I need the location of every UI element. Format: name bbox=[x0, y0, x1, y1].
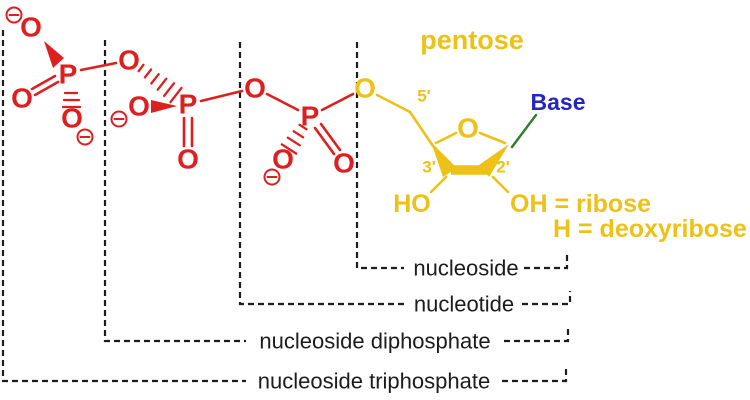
bracket-line-nucleotide bbox=[238, 42, 572, 306]
glycosidic-bond bbox=[510, 113, 538, 149]
bond bbox=[79, 61, 118, 72]
bond-2prime-hydroxyl bbox=[491, 175, 510, 194]
hash-bond-icon bbox=[156, 77, 168, 91]
negative-charge-icon bbox=[263, 168, 281, 186]
bracket-line-nucleoside-diphosphate bbox=[103, 40, 570, 343]
label-2-prime: 2' bbox=[496, 158, 510, 177]
hash-bond-icon bbox=[292, 130, 305, 139]
base-group: Base bbox=[510, 89, 586, 149]
hash-bond-icon bbox=[162, 82, 176, 98]
bracket-label-nucleotide: nucleotide bbox=[414, 292, 514, 317]
bond bbox=[320, 92, 355, 112]
double-bond bbox=[30, 74, 57, 91]
bond-5prime-chain bbox=[375, 93, 435, 148]
double-bond bbox=[319, 122, 342, 152]
bracket-line-nucleoside-triphosphate bbox=[1, 30, 568, 383]
wedge-bond-icon bbox=[479, 144, 509, 177]
bracket-label-nucleoside: nucleoside bbox=[413, 256, 518, 281]
atom-oxygen-5prime: O bbox=[354, 73, 376, 104]
wedge-bond-icon bbox=[151, 100, 177, 113]
atom-oxygen: O bbox=[333, 148, 355, 179]
pentose-group: O O 5' 3' 2' pentose HO OH = ribose H = … bbox=[354, 25, 747, 243]
bond bbox=[199, 89, 244, 103]
bracket-label-nucleoside-diphosphate: nucleoside diphosphate bbox=[259, 329, 490, 354]
hash-bond-icon bbox=[169, 86, 183, 104]
double-bond bbox=[33, 80, 60, 97]
double-bond bbox=[313, 126, 336, 156]
atom-oxygen: O bbox=[272, 144, 294, 175]
bond bbox=[434, 131, 458, 145]
label-3-prime: 3' bbox=[422, 158, 436, 177]
bracket-line-nucleoside bbox=[355, 42, 569, 270]
bracket-lines bbox=[1, 30, 572, 383]
bracket-labels: nucleoside nucleotide nucleoside diphosp… bbox=[258, 256, 519, 394]
atom-oxygen: O bbox=[20, 12, 42, 43]
bracket-label-nucleoside-triphosphate: nucleoside triphosphate bbox=[258, 369, 490, 394]
label-base: Base bbox=[531, 89, 586, 115]
negative-charge-icon bbox=[5, 6, 23, 24]
hash-bond-icon bbox=[137, 63, 145, 73]
atom-oxygen-bridge: O bbox=[118, 45, 140, 76]
atom-oxygen: O bbox=[128, 91, 150, 122]
atom-phosphorus: P bbox=[301, 101, 320, 132]
hash-bond-icon bbox=[298, 123, 308, 131]
negative-charge-icon bbox=[76, 128, 94, 146]
label-oh-ribose: OH = ribose bbox=[510, 190, 651, 218]
label-pentose: pentose bbox=[420, 25, 524, 55]
atom-oxygen-bridge: O bbox=[244, 73, 266, 104]
wedge-bond-icon bbox=[431, 142, 457, 177]
atom-phosphorus: P bbox=[179, 89, 198, 120]
bond bbox=[478, 131, 507, 145]
wedge-bond-icon bbox=[44, 41, 64, 68]
hash-bond-icon bbox=[280, 143, 298, 155]
atom-oxygen: O bbox=[61, 103, 83, 134]
atom-oxygen-ring: O bbox=[457, 113, 479, 144]
negative-charge-icon bbox=[110, 110, 128, 128]
hash-bond-icon bbox=[143, 68, 153, 79]
label-hydroxyl-3prime: HO bbox=[393, 190, 431, 218]
atom-phosphorus: P bbox=[59, 59, 78, 90]
triphosphate-group: O O O P O O P O O P O O bbox=[5, 6, 355, 186]
label-5-prime: 5' bbox=[417, 87, 431, 106]
bond-3prime-hydroxyl bbox=[429, 175, 448, 194]
bond bbox=[265, 92, 300, 112]
label-h-deoxyribose: H = deoxyribose bbox=[553, 215, 747, 243]
hash-bond-icon bbox=[286, 136, 301, 147]
atom-oxygen: O bbox=[11, 83, 33, 114]
hash-bond-icon bbox=[150, 72, 160, 85]
atom-oxygen: O bbox=[177, 144, 199, 175]
